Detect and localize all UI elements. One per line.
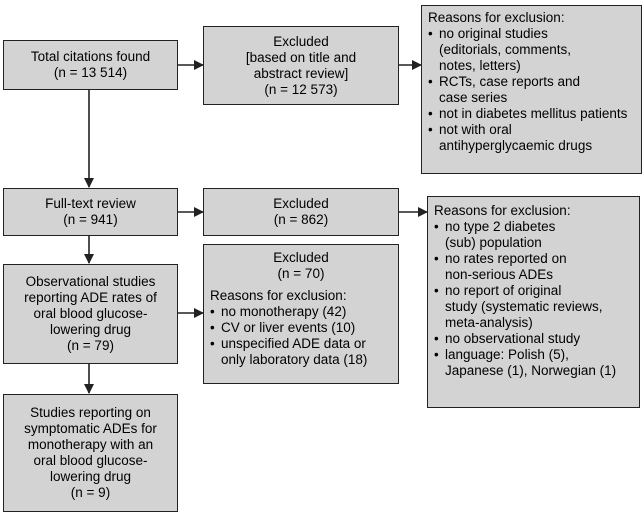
reason-item: CV or liver events (10) <box>210 320 392 336</box>
observational-text: oral blood glucose- <box>33 306 148 321</box>
observational-text: reporting ADE rates of <box>24 290 157 305</box>
reason-text: no observational study <box>445 331 581 346</box>
reason-item: no monotherapy (42) <box>210 304 392 320</box>
observational-text: Observational studies <box>25 274 156 289</box>
excluded-count: (n = 862) <box>273 212 329 227</box>
reason-text: (editorials, comments, <box>439 42 572 57</box>
final-text: lowering drug <box>49 469 132 484</box>
reason-text: non-serious ADEs <box>445 267 554 282</box>
reason-item: not with oral antihyperglycaemic drugs <box>428 122 635 154</box>
final-text: Studies reporting on <box>30 405 151 420</box>
reason-text: RCTs, case reports and <box>439 74 581 89</box>
excluded-label: Excluded <box>273 33 329 49</box>
reason-text: antihyperglycaemic drugs <box>439 138 593 153</box>
reason-text: language: Polish (5), <box>445 347 569 362</box>
reason-text: not with oral <box>439 122 512 137</box>
reason-text: Japanese (1), Norwegian (1) <box>445 363 617 378</box>
reason-item: language: Polish (5), Japanese (1), Norw… <box>434 347 633 379</box>
reason-text: study (systematic reviews, <box>445 299 603 314</box>
reason-item: no original studies (editorials, comment… <box>428 26 635 74</box>
excluded-count: (n = 70) <box>277 266 325 281</box>
reason-text: not in diabetes mellitus patients <box>439 106 628 121</box>
total-citations-count: (n = 13 514) <box>53 65 128 80</box>
reasons-heading: Reasons for exclusion: <box>428 10 565 25</box>
fulltext-review-box: Full-text review (n = 941) <box>3 188 178 236</box>
excluded-basis-line2: abstract review] <box>253 65 349 81</box>
reason-item: not in diabetes mellitus patients <box>428 106 635 122</box>
reason-text: notes, letters) <box>439 58 521 73</box>
excluded-label: Excluded <box>273 250 329 265</box>
reason-text: no original studies <box>439 26 548 41</box>
final-count: (n = 9) <box>70 485 111 500</box>
reason-text: CV or liver events (10) <box>221 320 356 335</box>
reasons-list: no monotherapy (42) CV or liver events (… <box>210 304 392 368</box>
final-text: symptomatic ADEs for <box>24 421 157 436</box>
reason-item: no report of original study (systematic … <box>434 283 633 331</box>
reason-text: meta-analysis) <box>445 315 533 330</box>
reason-text: no report of original <box>445 283 562 298</box>
excluded-observational-box: Excluded (n = 70) Reasons for exclusion:… <box>203 244 399 384</box>
excluded-label: Excluded <box>273 196 329 211</box>
reason-item: no rates reported on non-serious ADEs <box>434 251 633 283</box>
reason-text: case series <box>439 90 508 105</box>
total-citations-box: Total citations found (n = 13 514) <box>3 40 178 90</box>
reason-item: RCTs, case reports and case series <box>428 74 635 106</box>
fulltext-title: Full-text review <box>45 196 136 211</box>
reason-text: unspecified ADE data or <box>221 336 366 351</box>
reason-text: no type 2 diabetes <box>445 219 556 234</box>
reason-text: (sub) population <box>445 235 542 250</box>
excluded-count: (n = 12 573) <box>264 81 338 97</box>
reason-item: unspecified ADE data or only laboratory … <box>210 336 392 368</box>
final-text: monotherapy with an <box>27 437 154 452</box>
reason-text: no rates reported on <box>445 251 567 266</box>
final-studies-box: Studies reporting on symptomatic ADEs fo… <box>3 394 178 512</box>
excluded-basis-line1: [based on title and <box>245 49 357 65</box>
reason-item: no observational study <box>434 331 633 347</box>
final-text: oral blood glucose- <box>33 453 148 468</box>
reasons-list: no type 2 diabetes (sub) population no r… <box>434 219 633 379</box>
reason-text: only laboratory data (18) <box>221 352 368 367</box>
excluded-fulltext-box: Excluded (n = 862) <box>203 188 399 236</box>
observational-studies-box: Observational studies reporting ADE rate… <box>3 264 178 364</box>
observational-count: (n = 79) <box>67 338 114 353</box>
fulltext-count: (n = 941) <box>63 212 118 227</box>
reasons-for-exclusion-box-2: Reasons for exclusion: no type 2 diabete… <box>427 196 640 408</box>
reasons-heading: Reasons for exclusion: <box>210 288 347 303</box>
reasons-for-exclusion-box-1: Reasons for exclusion: no original studi… <box>421 5 642 174</box>
observational-text: lowering drug <box>49 322 132 337</box>
reasons-list: no original studies (editorials, comment… <box>428 26 635 154</box>
excluded-title-abstract-box: Excluded [based on title and abstract re… <box>203 26 399 105</box>
total-citations-title: Total citations found <box>30 49 151 64</box>
reason-item: no type 2 diabetes (sub) population <box>434 219 633 251</box>
reason-text: no monotherapy (42) <box>221 304 347 319</box>
reasons-heading: Reasons for exclusion: <box>434 203 571 218</box>
